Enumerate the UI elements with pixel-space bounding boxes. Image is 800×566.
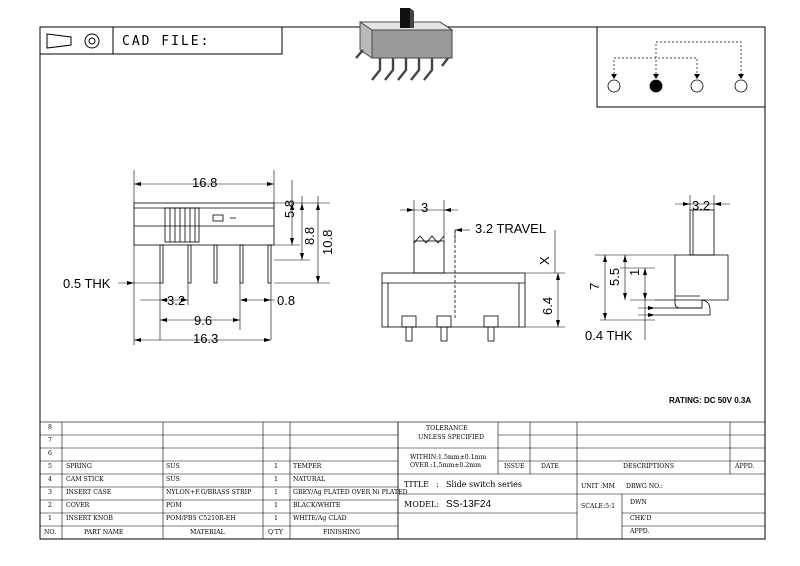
tolerance-title: TOLERANCE xyxy=(426,425,468,432)
bom-part-name: CAM STICK xyxy=(66,476,104,483)
schematic-box xyxy=(596,26,766,108)
descriptions-header: DESCRIPTIONS xyxy=(623,463,675,470)
rating-label: RATING: DC 50V 0.3A xyxy=(669,396,752,405)
bom-material: SUS xyxy=(166,463,180,470)
dim-x-label: X xyxy=(537,256,552,265)
bom-finishing: GREY/Ag PLATED OVER Ni PLATED xyxy=(293,489,408,496)
bom-no: 7 xyxy=(48,437,52,444)
dim-pin-offset: 0.8 xyxy=(277,293,296,308)
appd-header: APPD. xyxy=(735,463,755,470)
front-view-dimensions xyxy=(118,170,330,345)
appd-footer-label: APPD. xyxy=(630,528,650,535)
dim-right-h1: 7 xyxy=(587,282,602,290)
bom-part-name: COVER xyxy=(66,502,90,509)
dim-right-h2: 5.5 xyxy=(607,267,622,286)
tolerance-within: WITHIN:1.5mm±0.1mm xyxy=(410,454,487,461)
bom-no: 1 xyxy=(48,515,52,522)
dim-knob-width: 3 xyxy=(421,200,429,215)
terminal-circle-3 xyxy=(690,79,704,93)
terminal-circle-common xyxy=(649,79,663,93)
title-value: Slide switch series xyxy=(446,480,522,489)
bom-no: 6 xyxy=(48,450,52,457)
bom-header-qty: Q'TY xyxy=(268,529,283,536)
terminal-circle-1 xyxy=(607,79,621,93)
bom-qty: 1 xyxy=(274,489,278,496)
bom-no: 8 xyxy=(48,424,52,431)
side-view xyxy=(381,230,526,342)
bom-part-name: SPRING xyxy=(66,463,92,470)
dim-front-width-bottom: 16.3 xyxy=(193,331,219,346)
bom-header-finishing: FINISHING xyxy=(323,529,361,536)
bom-material: NYLON+F.G/BRASS STRIP xyxy=(166,489,252,496)
dim-thickness-front: 0.5 THK xyxy=(63,276,111,291)
terminal-circle-4 xyxy=(734,79,748,93)
bom-finishing: TEMPER xyxy=(293,463,322,470)
bom-no: 3 xyxy=(48,489,52,496)
bom-finishing: BLACK/WHITE xyxy=(293,502,341,509)
bom-part-name: INSERT CASE xyxy=(66,489,112,496)
title-label: TITLE xyxy=(404,480,429,489)
bom-material: POM/PBS C5210R-EH xyxy=(166,515,236,522)
dim-front-h3: 10.8 xyxy=(320,229,335,255)
model-value: SS-13F24 xyxy=(446,499,492,510)
dim-side-height: 6.4 xyxy=(540,296,555,315)
cad-file-box xyxy=(39,26,283,55)
projection-cone-icon xyxy=(46,33,100,49)
bom-material: SUS xyxy=(166,476,180,483)
dwn-label: DWN xyxy=(630,499,647,506)
dim-travel: 3.2 TRAVEL xyxy=(475,221,547,236)
model-label: MODEL: xyxy=(404,500,440,509)
bom-no: 4 xyxy=(48,476,52,483)
scale-label: SCALE:5:1 xyxy=(581,503,616,510)
front-view xyxy=(133,202,275,284)
dim-right-top: 3.2 xyxy=(692,198,711,213)
dim-front-h2: 8.8 xyxy=(302,226,317,245)
bom-material: POM xyxy=(166,502,182,509)
dim-thickness-side: 0.4 THK xyxy=(585,328,633,343)
bom-qty: 1 xyxy=(274,463,278,470)
bom-finishing: WHITE/Ag CLAD xyxy=(293,515,347,522)
dim-front-h1: 5.8 xyxy=(282,199,297,218)
date-header: DATE xyxy=(541,463,559,470)
right-view xyxy=(655,209,729,316)
bom-no: 2 xyxy=(48,502,52,509)
bom-grid xyxy=(39,421,399,540)
bom-finishing: NATURAL xyxy=(293,476,326,483)
drwg-no-label: DRWG NO.: xyxy=(626,483,663,490)
bom-qty: 1 xyxy=(274,502,278,509)
issue-header: ISSUE xyxy=(504,463,525,470)
chkd-label: CHK'D xyxy=(630,515,652,522)
bom-qty: 1 xyxy=(274,476,278,483)
title-block-grid xyxy=(397,421,766,540)
dim-pin-pitch: 3.2 xyxy=(167,293,186,308)
bom-header-no: NO. xyxy=(44,529,57,536)
dim-right-h3: 1 xyxy=(627,268,642,276)
tolerance-over: OVER :1.5mm±0.2mm xyxy=(410,462,481,469)
bom-part-name: INSERT KNOB xyxy=(66,515,113,522)
dim-pin-span: 9.6 xyxy=(194,313,213,328)
tolerance-subtitle: UNLESS SPECIFIED xyxy=(418,434,484,441)
bom-no: 5 xyxy=(48,463,52,470)
bom-qty: 1 xyxy=(274,515,278,522)
bom-header-material: MATERIAL xyxy=(190,529,225,536)
switch-3d-illustration xyxy=(355,8,454,81)
dim-front-width-top: 16.8 xyxy=(192,175,218,190)
cad-file-label: CAD FILE: xyxy=(122,34,211,49)
title-colon: : xyxy=(436,480,439,489)
unit-label: UNIT :MM xyxy=(581,483,615,490)
bom-header-name: PART NAME xyxy=(84,529,124,536)
switch-schematic xyxy=(613,41,742,78)
